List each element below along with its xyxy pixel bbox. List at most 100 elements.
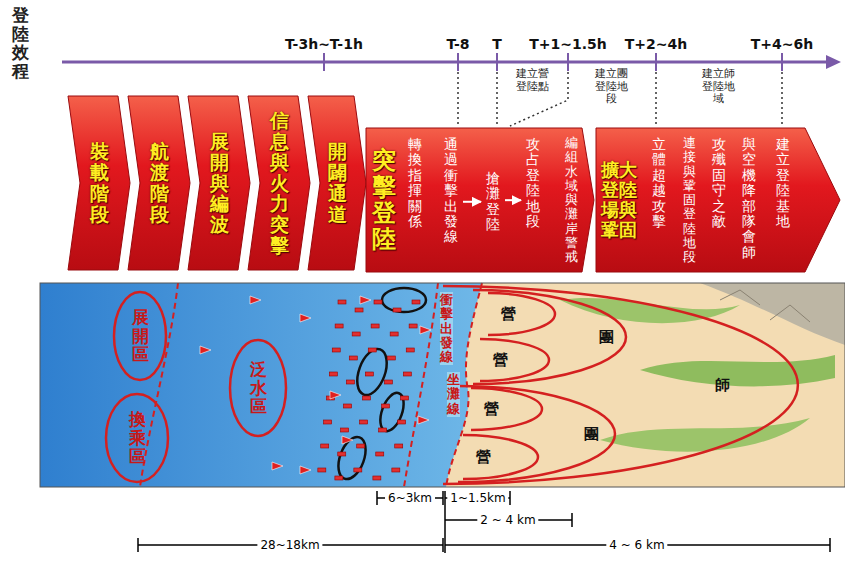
- node-text: 裝載階段: [90, 141, 109, 225]
- lead-craft: [200, 346, 211, 354]
- axis-arrowhead: [826, 55, 841, 69]
- flow-arrow: [463, 201, 481, 203]
- mountain-ridge: [720, 290, 810, 322]
- phase-chevron: 信息與火力突擊: [248, 96, 310, 270]
- node-text: 攻占登陸地段: [526, 137, 540, 229]
- landing-craft: [374, 300, 382, 304]
- landing-craft: [403, 372, 411, 376]
- landing-craft: [395, 444, 403, 448]
- phase-goal: 建立師登陸地域: [701, 68, 737, 106]
- node-text: 換乘區: [129, 410, 146, 466]
- step-text: 與空機降部隊會師: [738, 134, 760, 263]
- landing-craft: [332, 348, 340, 352]
- line-name: 坐灘線: [447, 372, 460, 417]
- scale-bars: [138, 491, 830, 553]
- step-text: 通過衝擊出發線: [440, 134, 462, 248]
- distance-label-box: 2 ~ 4 km: [477, 513, 538, 527]
- phase-chevron: 裝載階段: [68, 96, 130, 270]
- area-outline: [473, 290, 626, 384]
- node-text: 編組水域與灘岸警戒: [565, 136, 578, 265]
- line-name: 衝擊出發線: [440, 292, 453, 365]
- dashed-lines: [140, 283, 482, 487]
- node-text: 展開區: [132, 308, 149, 364]
- area-outline: [488, 293, 555, 335]
- flow-arrow: [505, 199, 521, 201]
- lead-craft: [272, 462, 283, 470]
- line-name-box: 衝擊出發線: [440, 292, 453, 365]
- landing-craft: [409, 324, 417, 328]
- landing-craft: [341, 428, 349, 432]
- axis-title-box: 登陸效程: [12, 6, 29, 81]
- phase-goal: 建立團登陸地段: [594, 68, 630, 106]
- landing-craft: [344, 404, 352, 408]
- landing-craft: [400, 396, 408, 400]
- landing-craft: [352, 332, 360, 336]
- distance-label: 1~1.5km: [447, 491, 508, 505]
- landing-craft: [338, 300, 346, 304]
- time-tick-box: T-3h~T-1h: [285, 36, 363, 52]
- mountain: [700, 283, 845, 345]
- node-text: 營: [476, 448, 491, 467]
- lead-craft: [418, 416, 429, 424]
- node-text: 立體超越攻擊: [652, 137, 666, 229]
- phase-goal-box: 建立營登陸點: [515, 68, 551, 93]
- area-outline: [106, 394, 168, 482]
- landing-craft: [371, 324, 379, 328]
- distance-label: 28~18km: [257, 538, 322, 552]
- time-tick: T+2~4h: [625, 36, 687, 52]
- battalion-area-outline: [460, 433, 540, 481]
- node-text: 團: [599, 328, 614, 347]
- node-text: 建立登陸基地: [776, 137, 790, 229]
- time-tick-box: T+1~1.5h: [529, 36, 607, 52]
- regiment-area: 團營營: [470, 288, 628, 386]
- green-area: [600, 418, 810, 452]
- landing-craft: [362, 396, 370, 400]
- area-outline: [230, 340, 286, 436]
- map: [40, 283, 845, 487]
- battalion-area: 營: [485, 291, 557, 337]
- node-text: 擴大登陸場與鞏固: [600, 160, 638, 239]
- landing-craft: [406, 348, 414, 352]
- landing-craft: [392, 468, 400, 472]
- landing-craft: [335, 324, 343, 328]
- time-tick: T: [492, 36, 502, 52]
- arrow-shape: [366, 128, 594, 272]
- step-text: 建立登陸基地: [772, 134, 794, 232]
- phase-arrow-outline: [366, 128, 594, 272]
- distance-label-box: 1~1.5km: [447, 491, 508, 505]
- landing-craft: [365, 372, 373, 376]
- landing-craft: [382, 404, 390, 408]
- node-text: 搶灘登陸: [486, 171, 500, 233]
- division-area-outline: [440, 284, 800, 486]
- phase-arrow: 擴大登陸場與鞏固立體超越攻擊連接與鞏固登陸地段攻殲固守之敵與空機降部隊會師建立登…: [596, 128, 840, 272]
- landing-craft: [349, 356, 357, 360]
- lead-craft: [342, 436, 353, 444]
- landing-craft: [379, 428, 387, 432]
- time-tick: T+1~1.5h: [529, 36, 607, 52]
- landing-craft: [354, 468, 362, 472]
- battalion-area: 營: [477, 337, 551, 383]
- node-text: 通過衝擊出發線: [444, 137, 458, 245]
- landing-craft: [368, 348, 376, 352]
- node-text: 開闢通道: [328, 141, 347, 225]
- distance-label: 6~3km: [385, 491, 435, 505]
- node-text: 攻殲固守之敵: [712, 137, 726, 229]
- battalion-area-outline: [485, 291, 557, 337]
- node-text: 師: [715, 376, 730, 395]
- node-text: 與空機降部隊會師: [742, 137, 756, 260]
- timeline-axis: [62, 61, 828, 64]
- node-text: 團: [584, 425, 599, 444]
- distance-label-box: 4 ~ 6 km: [606, 538, 667, 552]
- area-outline: [480, 339, 549, 381]
- landing-craft: [357, 444, 365, 448]
- time-tick-box: T-8: [446, 36, 469, 52]
- sea: [40, 283, 845, 487]
- node-text: 營: [493, 351, 508, 370]
- landing-craft: [398, 420, 406, 424]
- phase-goal: 建立營登陸點: [515, 68, 551, 93]
- landing-craft: [376, 452, 384, 456]
- landing-craft: [321, 444, 329, 448]
- landing-craft: [200, 296, 431, 480]
- landing-craft: [393, 308, 401, 312]
